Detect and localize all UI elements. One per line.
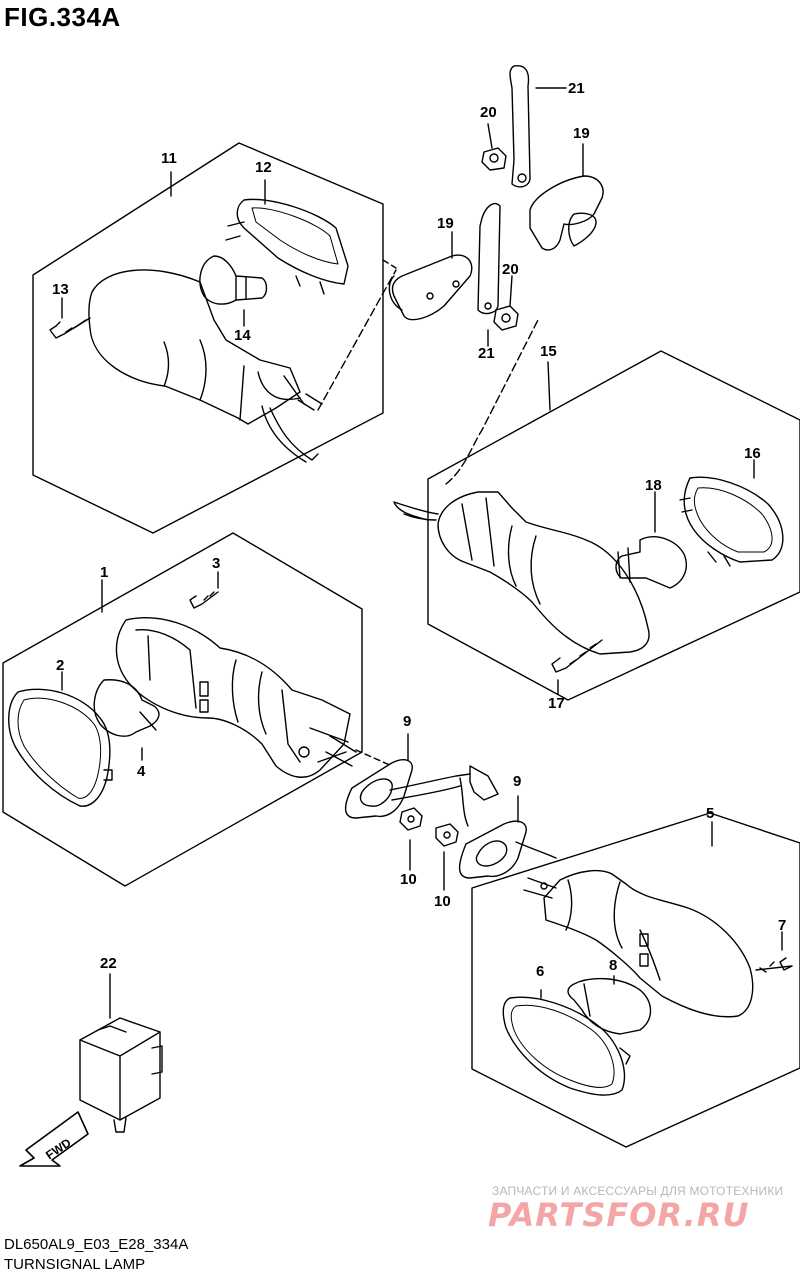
callout-13: 13 xyxy=(52,281,69,298)
callout-21-lower: 21 xyxy=(478,345,495,362)
figure-caption: TURNSIGNAL LAMP xyxy=(4,1256,146,1273)
callout-21-upper: 21 xyxy=(568,80,585,97)
lamp-wire-15 xyxy=(393,501,439,521)
assembly-outline-15 xyxy=(427,350,800,701)
callout-15: 15 xyxy=(540,343,557,360)
watermark-tagline: ЗАПЧАСТИ И АКСЕССУАРЫ ДЛЯ МОТОТЕХНИКИ xyxy=(492,1184,784,1198)
callout-18: 18 xyxy=(645,477,662,494)
callout-19-upper: 19 xyxy=(573,125,590,142)
gasket-9-left xyxy=(345,759,413,819)
assembly-outline-5 xyxy=(471,812,800,1148)
callout-17: 17 xyxy=(548,695,565,712)
callout-11: 11 xyxy=(161,150,177,167)
gasket-9-right xyxy=(459,820,527,879)
lamp-housing-1 xyxy=(115,617,351,778)
wire-connector-9 xyxy=(389,773,471,801)
lamp-housing-5 xyxy=(543,869,754,1018)
bulb-18 xyxy=(615,536,688,589)
grommet-19-upper xyxy=(529,175,604,251)
callout-6: 6 xyxy=(536,963,544,980)
lamp-housing-11 xyxy=(88,269,301,425)
lens-2 xyxy=(8,688,111,807)
screw-17 xyxy=(551,639,603,673)
screw-13 xyxy=(49,317,91,339)
callout-20-lower: 20 xyxy=(502,261,519,278)
nut-20-upper xyxy=(481,147,507,171)
callout-7: 7 xyxy=(778,917,786,934)
callout-19-lower: 19 xyxy=(437,215,454,232)
nut-10-left xyxy=(399,807,423,831)
callout-5: 5 xyxy=(706,805,714,822)
callout-14: 14 xyxy=(234,327,251,344)
callout-16: 16 xyxy=(744,445,761,462)
callout-3: 3 xyxy=(212,555,220,572)
watermark-logo: PARTSFOR.RU xyxy=(488,1196,750,1234)
bulb-8 xyxy=(567,977,652,1035)
assembly-outline-1 xyxy=(2,532,363,887)
callout-numbers: 1 2 3 4 5 6 7 8 9 9 10 10 11 12 13 14 15… xyxy=(52,80,786,980)
callout-10-left: 10 xyxy=(400,871,417,888)
lens-12 xyxy=(236,198,349,285)
screw-3 xyxy=(189,591,219,609)
callout-4: 4 xyxy=(137,763,146,780)
callout-20-upper: 20 xyxy=(480,104,497,121)
callout-22: 22 xyxy=(100,955,117,972)
bulb-4 xyxy=(93,679,160,737)
lens-16 xyxy=(683,476,784,563)
callout-1: 1 xyxy=(100,564,108,581)
callout-9-left: 9 xyxy=(403,713,411,730)
lamp-housing-15 xyxy=(437,491,650,655)
callout-8: 8 xyxy=(609,957,617,974)
figure-title: FIG.334A xyxy=(4,2,121,32)
bracket-21-upper xyxy=(509,65,531,188)
callout-10-right: 10 xyxy=(434,893,451,910)
assembly-outline-11 xyxy=(32,142,384,534)
screw-7 xyxy=(755,957,793,971)
figure-ref-code: DL650AL9_E03_E28_334A xyxy=(4,1236,189,1253)
nut-20-lower xyxy=(493,305,519,331)
lens-6 xyxy=(502,996,626,1096)
relay-22 xyxy=(79,1017,161,1121)
grommet-19-lower xyxy=(391,254,473,321)
callout-9-right: 9 xyxy=(513,773,521,790)
fwd-arrow-icon: FWD xyxy=(19,1111,89,1167)
lamp-wire-11 xyxy=(269,407,319,461)
nut-10-right xyxy=(435,823,459,847)
bracket-21-lower xyxy=(477,202,501,315)
bulb-14 xyxy=(199,255,268,305)
callout-12: 12 xyxy=(255,159,272,176)
callout-2: 2 xyxy=(56,657,64,674)
